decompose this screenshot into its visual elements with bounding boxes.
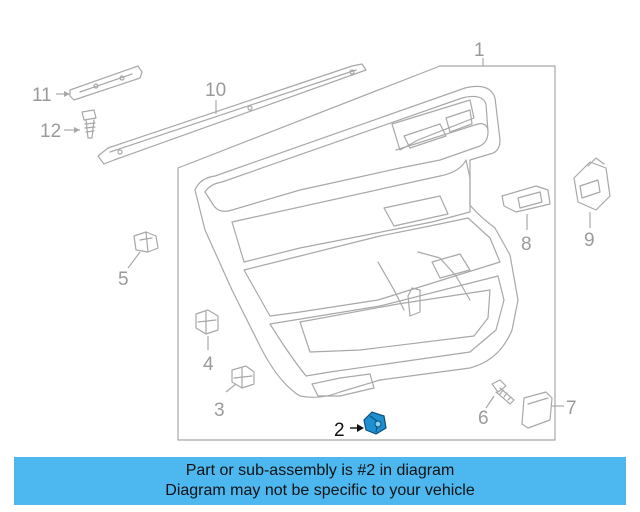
callout-9: 9 [584,230,595,251]
door-panel-frame-outline [177,65,556,441]
callout-2: 2 [334,420,345,441]
callout-5: 5 [118,269,129,290]
door-trim-panel [194,85,519,398]
callout-6: 6 [478,408,489,429]
clip-part-2-highlighted [350,411,387,435]
parts-diagram: 1 2 3 4 5 6 7 8 9 10 11 12 [32,40,611,441]
clip-part-5 [127,231,159,269]
push-pin-part-3 [225,365,255,393]
info-banner: Part or sub-assembly is #2 in diagram Di… [14,457,626,505]
callout-1: 1 [474,40,485,61]
push-pin-part-4 [195,309,219,350]
cover-cap-part-7 [521,391,564,429]
callout-3: 3 [214,400,225,421]
callout-12: 12 [40,121,61,142]
screw-part-6 [485,379,515,409]
banner-line-part-number: Part or sub-assembly is #2 in diagram [185,462,455,479]
callout-7: 7 [566,398,577,419]
callout-4: 4 [203,354,214,375]
bracket-part-11 [56,65,143,101]
window-switch-part-9 [573,157,611,228]
callout-11: 11 [32,85,52,106]
screw-part-12 [64,109,97,139]
callout-8: 8 [521,234,532,255]
trim-strip-part-10 [97,63,367,165]
banner-line-disclaimer: Diagram may not be specific to your vehi… [165,482,475,499]
callout-10: 10 [205,80,226,101]
switch-bezel-part-8 [501,185,551,230]
